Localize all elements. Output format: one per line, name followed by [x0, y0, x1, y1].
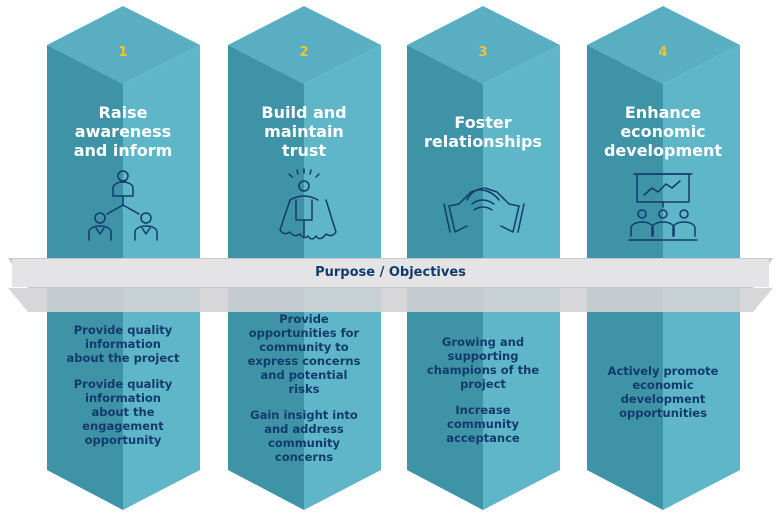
pillar-3-number: 3 [478, 45, 488, 60]
objective-line: Gain insight into [250, 408, 358, 422]
pillar-4-title-line: development [603, 141, 723, 160]
objective-line: champions of the [426, 363, 540, 377]
pillar-3-objectives: Growing and supporting champions of the … [421, 335, 545, 445]
objective-line: opportunities [619, 406, 707, 420]
handshake-icon [443, 187, 525, 233]
objective-line: opportunities for [248, 326, 360, 340]
objective-item: Provide quality information about the en… [61, 377, 185, 447]
objective-line: Provide quality [73, 377, 173, 391]
pillar-2-top-face [228, 6, 381, 84]
pillar-bottom-cut [0, 470, 781, 510]
objective-line: Provide [279, 312, 329, 326]
objective-item: Provide opportunities for community to e… [242, 312, 366, 396]
purpose-band-shadow-lower [8, 288, 773, 312]
pillar-1-number: 1 [118, 45, 128, 60]
objective-line: information [85, 391, 161, 405]
objective-line: Provide quality [73, 323, 173, 337]
pillar-2-title-line: Build and [261, 103, 347, 122]
pillar-2-number: 2 [299, 45, 309, 60]
objective-line: supporting [447, 349, 519, 363]
pillar-3-top-face [407, 6, 560, 84]
objective-line: about the [91, 405, 155, 419]
pillar-3-title-line: Foster [454, 113, 512, 132]
pillar-1-top-face [47, 6, 200, 84]
pillar-3-title: Foster relationships [408, 113, 558, 151]
objective-line: express concerns [247, 354, 361, 368]
objective-line: engagement [82, 419, 164, 433]
objective-line: community to [259, 340, 349, 354]
objective-line: Increase [455, 403, 511, 417]
objective-line: community [268, 436, 340, 450]
pillar-1-objectives: Provide quality information about the pr… [61, 323, 185, 447]
objective-line: community [447, 417, 519, 431]
pillar-1-title-line: awareness [74, 122, 172, 141]
objective-line: development [620, 392, 706, 406]
pillar-1-bottom-right-face [123, 300, 200, 510]
objective-line: opportunity [84, 433, 162, 447]
org-chart-people-icon [88, 170, 158, 241]
objective-line: Actively promote [607, 364, 719, 378]
objective-item: Growing and supporting champions of the … [421, 335, 545, 391]
objective-item: Actively promote economic development op… [601, 364, 725, 420]
objective-line: and potential [260, 368, 348, 382]
pillar-3-title-line: relationships [424, 132, 542, 151]
purpose-band-face [12, 259, 769, 287]
pillar-1-title: Raise awareness and inform [48, 103, 198, 160]
pillar-4-number: 4 [658, 45, 668, 60]
objective-item: Provide quality information about the pr… [61, 323, 185, 365]
pillar-1-title-line: and inform [73, 141, 173, 160]
pillar-1-title-line: Raise [98, 103, 148, 122]
purpose-band [8, 258, 773, 312]
objective-line: project [460, 377, 506, 391]
objective-line: acceptance [446, 431, 520, 445]
objective-line: risks [288, 382, 320, 396]
presentation-audience-icon [628, 173, 698, 241]
objective-line: about the project [66, 351, 180, 365]
pillar-2-title: Build and maintain trust [229, 103, 379, 160]
objective-item: Gain insight into and address community … [242, 408, 366, 464]
objective-item: Increase community acceptance [421, 403, 545, 445]
purpose-objectives-label: Purpose / Objectives [315, 265, 466, 280]
pillar-4-title: Enhance economic development [588, 103, 738, 160]
objective-line: Growing and [441, 335, 525, 349]
objective-line: economic [632, 378, 694, 392]
pillar-4-title-line: Enhance [624, 103, 702, 122]
pillar-1-bottom-left-face [47, 300, 123, 510]
objective-line: information [85, 337, 161, 351]
pillar-2-title-line: trust [281, 141, 327, 160]
pillar-2-title-line: maintain [264, 122, 344, 141]
objective-line: and address [264, 422, 344, 436]
hero-cape-icon [279, 168, 337, 240]
pillar-4-title-line: economic [620, 122, 706, 141]
objective-line: concerns [274, 450, 334, 464]
pillar-4-objectives: Actively promote economic development op… [601, 364, 725, 420]
pillar-2-objectives: Provide opportunities for community to e… [242, 312, 366, 464]
pillar-4-top-face [587, 6, 740, 84]
